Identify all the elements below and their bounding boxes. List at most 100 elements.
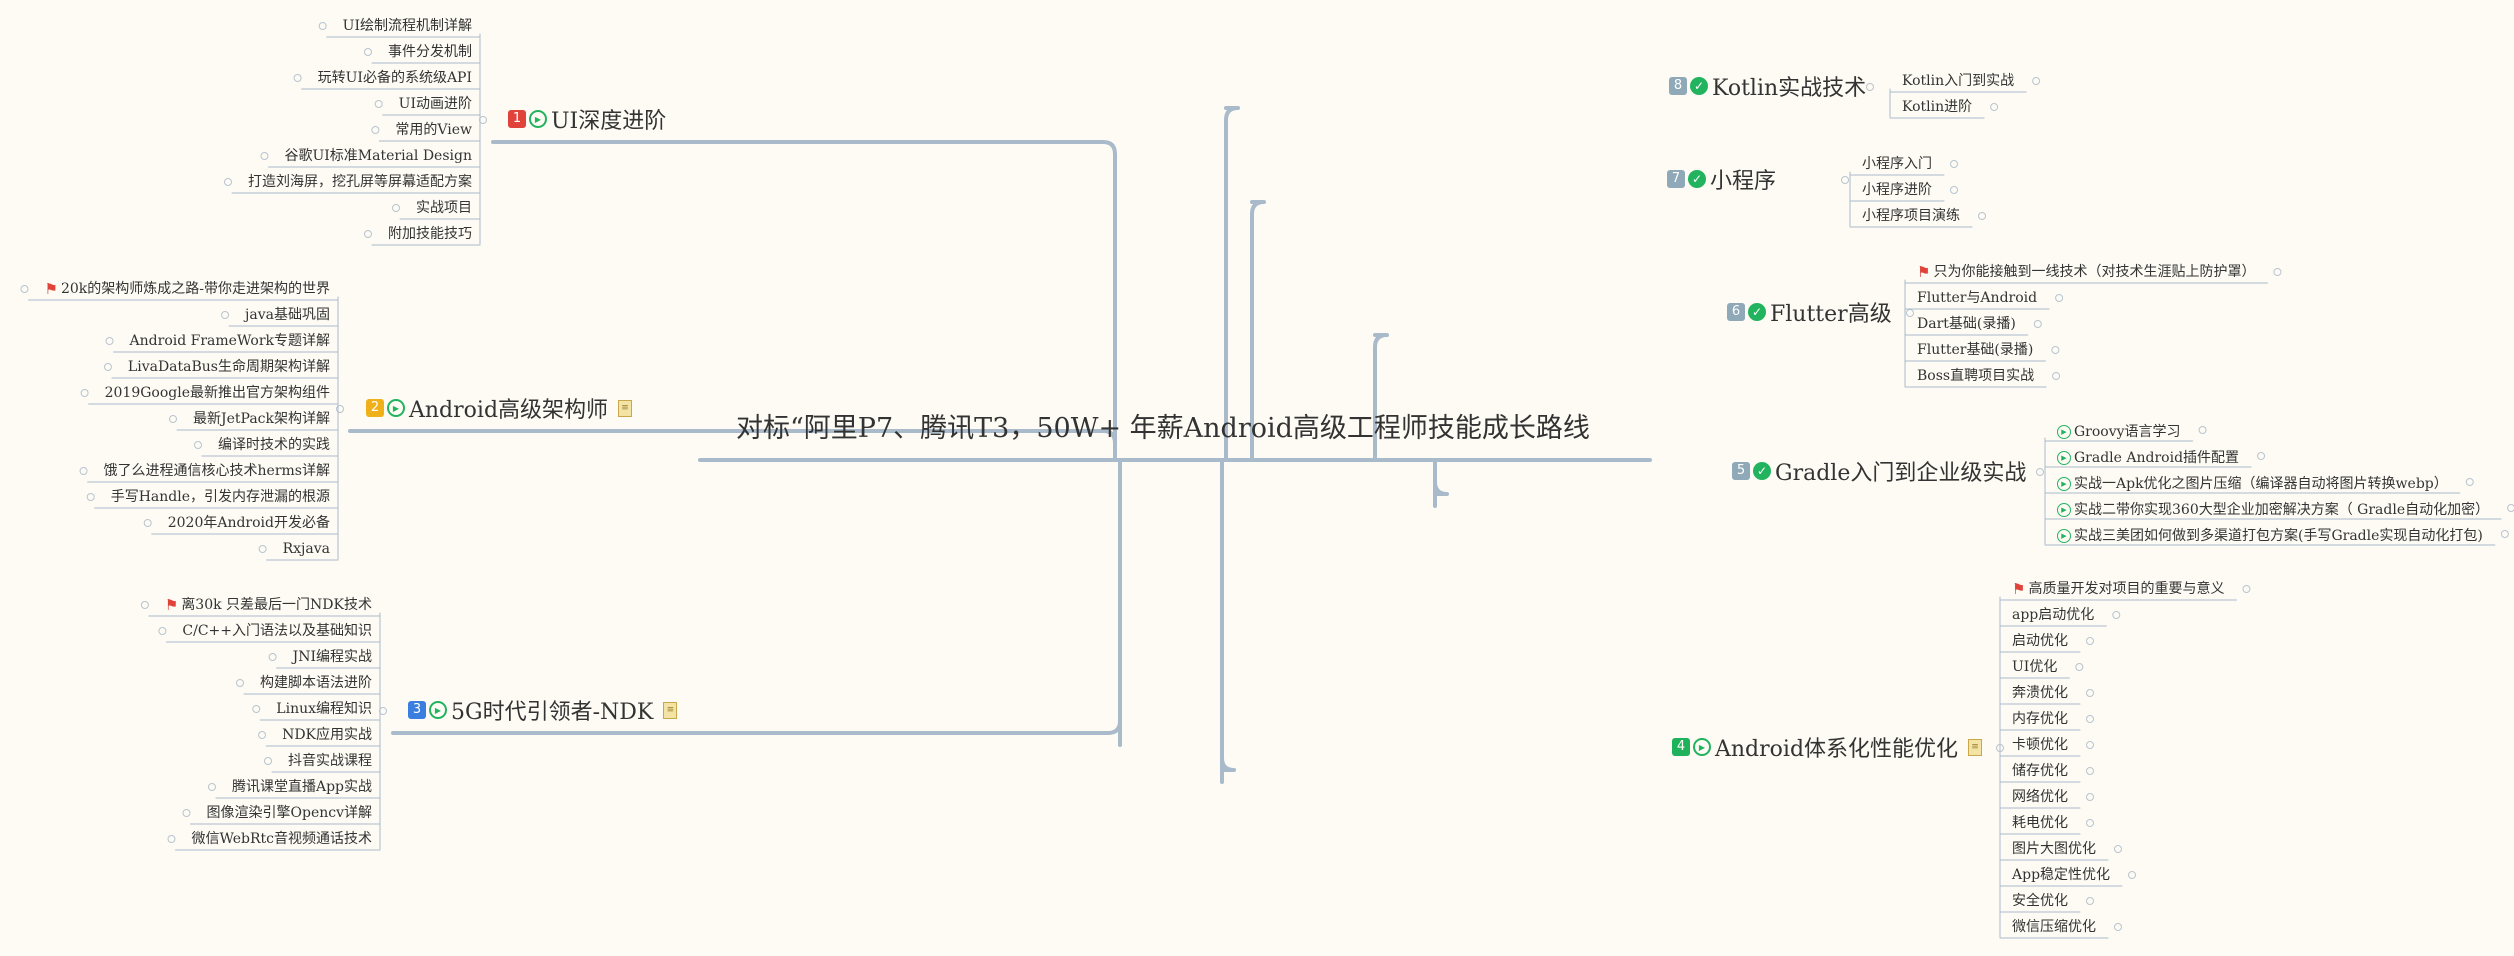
leaf-toggle[interactable] xyxy=(260,152,269,160)
leaf-toggle[interactable] xyxy=(2114,845,2122,853)
leaf-toggle[interactable] xyxy=(258,545,267,553)
leaf-item[interactable]: ⚑离30k 只差最后一门NDK技术 xyxy=(165,597,372,614)
leaf-item[interactable]: 2019Google最新推出官方架构组件 xyxy=(105,385,330,401)
leaf-toggle[interactable] xyxy=(2273,268,2282,276)
leaf-toggle[interactable] xyxy=(2033,320,2042,328)
leaf-toggle[interactable] xyxy=(2257,452,2266,460)
branch-b5[interactable]: 5✓Gradle入门到企业级实战 xyxy=(1732,456,2026,486)
leaf-item[interactable]: 内存优化 xyxy=(2012,711,2068,727)
leaf-toggle[interactable] xyxy=(2112,611,2121,619)
leaf-toggle[interactable] xyxy=(2086,897,2094,905)
leaf-item[interactable]: 启动优化 xyxy=(2012,633,2068,649)
leaf-item[interactable]: ⚑高质量开发对项目的重要与意义 xyxy=(2012,581,2224,598)
leaf-item[interactable]: 最新JetPack架构详解 xyxy=(193,411,330,427)
collapse-toggle-b7[interactable] xyxy=(1841,176,1849,184)
leaf-toggle[interactable] xyxy=(2086,637,2094,645)
leaf-item[interactable]: 储存优化 xyxy=(2012,763,2068,779)
leaf-item[interactable]: Kotlin入门到实战 xyxy=(1902,73,2014,89)
leaf-toggle[interactable] xyxy=(2086,819,2094,827)
leaf-toggle[interactable] xyxy=(2114,923,2122,931)
leaf-item[interactable]: app启动优化 xyxy=(2012,607,2094,623)
leaf-item[interactable]: Flutter与Android xyxy=(1917,290,2037,306)
leaf-toggle[interactable] xyxy=(2051,346,2060,354)
leaf-item[interactable]: 图片大图优化 xyxy=(2012,841,2096,857)
leaf-toggle[interactable] xyxy=(236,679,244,687)
note-icon[interactable]: ≡ xyxy=(663,701,678,719)
leaf-item[interactable]: 实战项目 xyxy=(416,200,472,216)
note-icon[interactable]: ≡ xyxy=(1968,738,1983,756)
branch-b2[interactable]: 2▶Android高级架构师≡ xyxy=(366,393,633,423)
leaf-item[interactable]: 小程序进阶 xyxy=(1862,182,1932,198)
leaf-toggle[interactable] xyxy=(103,363,112,371)
leaf-toggle[interactable] xyxy=(224,178,232,186)
leaf-toggle[interactable] xyxy=(2128,871,2137,879)
leaf-item[interactable]: 编译时技术的实践 xyxy=(218,437,330,453)
leaf-toggle[interactable] xyxy=(169,415,177,423)
leaf-toggle[interactable] xyxy=(86,493,95,501)
leaf-item[interactable]: 玩转UI必备的系统级API xyxy=(318,70,472,86)
leaf-item[interactable]: 构建脚本语法进阶 xyxy=(260,675,372,691)
collapse-toggle-b3[interactable] xyxy=(379,707,387,715)
leaf-item[interactable]: Boss直聘项目实战 xyxy=(1917,368,2034,384)
leaf-toggle[interactable] xyxy=(392,204,400,212)
leaf-toggle[interactable] xyxy=(364,230,372,238)
leaf-item[interactable]: 奔溃优化 xyxy=(2012,685,2068,701)
leaf-item[interactable]: UI动画进阶 xyxy=(399,96,472,112)
leaf-item[interactable]: 打造刘海屏，挖孔屏等屏幕适配方案 xyxy=(248,174,472,190)
note-icon[interactable]: ≡ xyxy=(618,399,633,417)
leaf-item[interactable]: 谷歌UI标准Material Design xyxy=(284,148,472,164)
leaf-toggle[interactable] xyxy=(2086,715,2094,723)
leaf-item[interactable]: Kotlin进阶 xyxy=(1902,99,1972,115)
leaf-item[interactable]: 微信WebRtc音视频通话技术 xyxy=(191,831,372,847)
leaf-item[interactable]: 小程序入门 xyxy=(1862,156,1932,172)
leaf-toggle[interactable] xyxy=(80,389,89,397)
leaf-item[interactable]: C/C++入门语法以及基础知识 xyxy=(182,623,372,639)
leaf-toggle[interactable] xyxy=(158,627,167,635)
leaf-toggle[interactable] xyxy=(364,48,372,56)
collapse-toggle-b2[interactable] xyxy=(336,405,344,413)
leaf-item[interactable]: 附加技能技巧 xyxy=(388,226,472,242)
leaf-item[interactable]: JNI编程实战 xyxy=(293,649,372,665)
leaf-item[interactable]: LivaDataBus生命周期架构详解 xyxy=(128,359,330,375)
leaf-toggle[interactable] xyxy=(258,731,267,739)
collapse-toggle-b1[interactable] xyxy=(479,116,487,124)
leaf-toggle[interactable] xyxy=(2507,504,2514,512)
leaf-item[interactable]: 手写Handle，引发内存泄漏的根源 xyxy=(111,489,330,505)
leaf-toggle[interactable] xyxy=(105,337,114,345)
leaf-toggle[interactable] xyxy=(2032,77,2041,85)
leaf-toggle[interactable] xyxy=(2500,530,2509,538)
leaf-item[interactable]: ▶Gradle Android插件配置 xyxy=(2057,448,2239,466)
leaf-item[interactable]: Rxjava xyxy=(283,541,330,557)
leaf-toggle[interactable] xyxy=(20,285,29,293)
branch-b6[interactable]: 6✓Flutter高级 xyxy=(1727,297,1892,327)
leaf-toggle[interactable] xyxy=(2198,426,2207,434)
leaf-item[interactable]: 饿了么进程通信核心技术herms详解 xyxy=(104,463,330,479)
leaf-toggle[interactable] xyxy=(2086,689,2094,697)
leaf-toggle[interactable] xyxy=(374,100,383,108)
leaf-toggle[interactable] xyxy=(221,311,230,319)
leaf-toggle[interactable] xyxy=(1950,186,1958,194)
leaf-toggle[interactable] xyxy=(167,835,176,843)
leaf-toggle[interactable] xyxy=(2465,478,2474,486)
leaf-item[interactable]: Dart基础(录播) xyxy=(1917,316,2016,332)
leaf-toggle[interactable] xyxy=(318,22,327,30)
leaf-toggle[interactable] xyxy=(2075,663,2084,671)
branch-b7[interactable]: 7✓小程序 xyxy=(1667,164,1776,194)
leaf-toggle[interactable] xyxy=(207,783,216,791)
leaf-toggle[interactable] xyxy=(2086,741,2094,749)
leaf-item[interactable]: 腾讯课堂直播App实战 xyxy=(232,779,372,795)
branch-b3[interactable]: 3▶5G时代引领者-NDK≡ xyxy=(408,695,678,725)
collapse-toggle-b5[interactable] xyxy=(2036,468,2044,476)
leaf-toggle[interactable] xyxy=(194,441,202,449)
leaf-toggle[interactable] xyxy=(268,653,277,661)
leaf-toggle[interactable] xyxy=(264,757,272,765)
branch-b1[interactable]: 1▶UI深度进阶 xyxy=(508,104,666,134)
leaf-toggle[interactable] xyxy=(293,74,302,82)
leaf-toggle[interactable] xyxy=(2086,793,2094,801)
leaf-toggle[interactable] xyxy=(140,601,149,609)
leaf-item[interactable]: 安全优化 xyxy=(2012,893,2068,909)
leaf-item[interactable]: NDK应用实战 xyxy=(282,727,372,743)
collapse-toggle-b8[interactable] xyxy=(1866,83,1874,91)
leaf-item[interactable]: 抖音实战课程 xyxy=(288,753,372,769)
branch-b8[interactable]: 8✓Kotlin实战技术 xyxy=(1669,71,1866,101)
